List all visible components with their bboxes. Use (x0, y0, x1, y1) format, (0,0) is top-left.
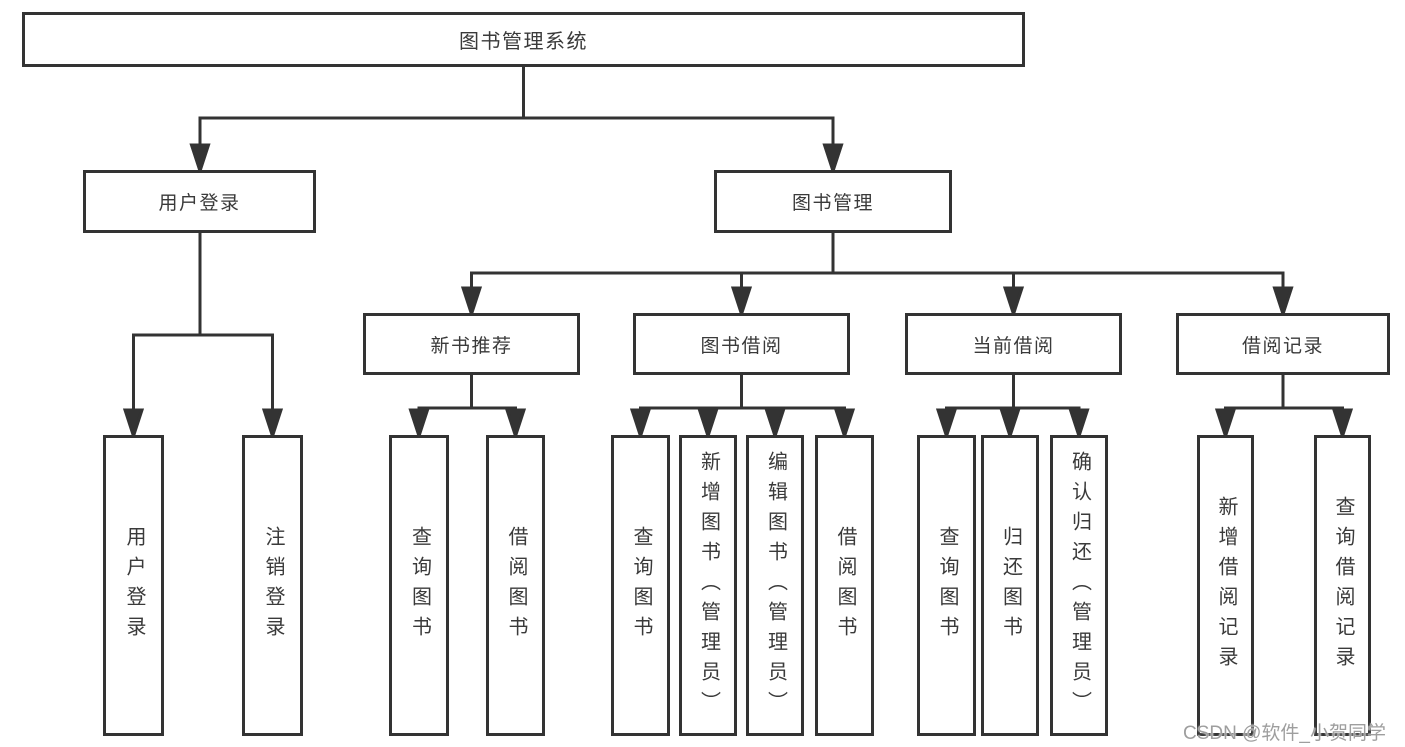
leaf-query-books-recommend: 查询图书 (389, 435, 449, 736)
leaf-logout-label: 注销登录 (262, 525, 284, 646)
leaf-add-borrow-record-label: 新增借阅记录 (1215, 495, 1237, 676)
leaf-add-book-admin: 新增图书（管理员） (679, 435, 737, 736)
leaf-borrow-books-recommend: 借阅图书 (486, 435, 545, 736)
leaf-borrow-books-recommend-label: 借阅图书 (505, 525, 527, 646)
node-book-borrow-label: 图书借阅 (700, 335, 783, 357)
node-user-login-branch: 用户登录 (83, 170, 316, 233)
node-book-borrow: 图书借阅 (633, 313, 850, 375)
connector-lines (122, 66, 1354, 441)
leaf-add-borrow-record: 新增借阅记录 (1197, 435, 1254, 736)
leaf-return-book-label: 归还图书 (999, 525, 1022, 646)
node-root: 图书管理系统 (22, 12, 1025, 67)
node-book-management-branch: 图书管理 (714, 170, 952, 233)
leaf-borrow-books-label: 借阅图书 (834, 525, 856, 646)
node-root-label: 图书管理系统 (459, 31, 588, 53)
node-current-borrow: 当前借阅 (905, 313, 1122, 375)
leaf-return-book: 归还图书 (981, 435, 1039, 736)
leaf-query-books-current: 查询图书 (917, 435, 976, 736)
leaf-query-borrow-record: 查询借阅记录 (1314, 435, 1371, 736)
node-borrow-records-label: 借阅记录 (1241, 335, 1324, 357)
leaf-confirm-return-admin-label: 确认归还（管理员） (1068, 450, 1091, 721)
node-current-borrow-label: 当前借阅 (972, 335, 1055, 357)
node-borrow-records: 借阅记录 (1176, 313, 1390, 375)
leaf-confirm-return-admin: 确认归还（管理员） (1050, 435, 1108, 736)
node-user-login-branch-label: 用户登录 (158, 193, 241, 214)
leaf-query-books-borrow: 查询图书 (611, 435, 670, 736)
node-new-book-recommend-label: 新书推荐 (430, 335, 513, 357)
leaf-query-books-borrow-label: 查询图书 (630, 525, 652, 646)
leaf-user-login: 用户登录 (103, 435, 164, 736)
leaf-edit-book-admin: 编辑图书（管理员） (746, 435, 804, 736)
leaf-query-books-recommend-label: 查询图书 (408, 525, 431, 646)
leaf-borrow-books: 借阅图书 (815, 435, 874, 736)
leaf-edit-book-admin-label: 编辑图书（管理员） (764, 450, 787, 721)
watermark-text: CSDN @软件_小贺同学 (1183, 723, 1386, 744)
node-book-management-branch-label: 图书管理 (791, 193, 874, 214)
leaf-user-login-label: 用户登录 (123, 525, 145, 646)
leaf-logout: 注销登录 (242, 435, 303, 736)
leaf-query-books-current-label: 查询图书 (936, 525, 958, 646)
node-new-book-recommend: 新书推荐 (363, 313, 580, 375)
leaf-query-borrow-record-label: 查询借阅记录 (1332, 495, 1354, 676)
leaf-add-book-admin-label: 新增图书（管理员） (697, 450, 720, 721)
